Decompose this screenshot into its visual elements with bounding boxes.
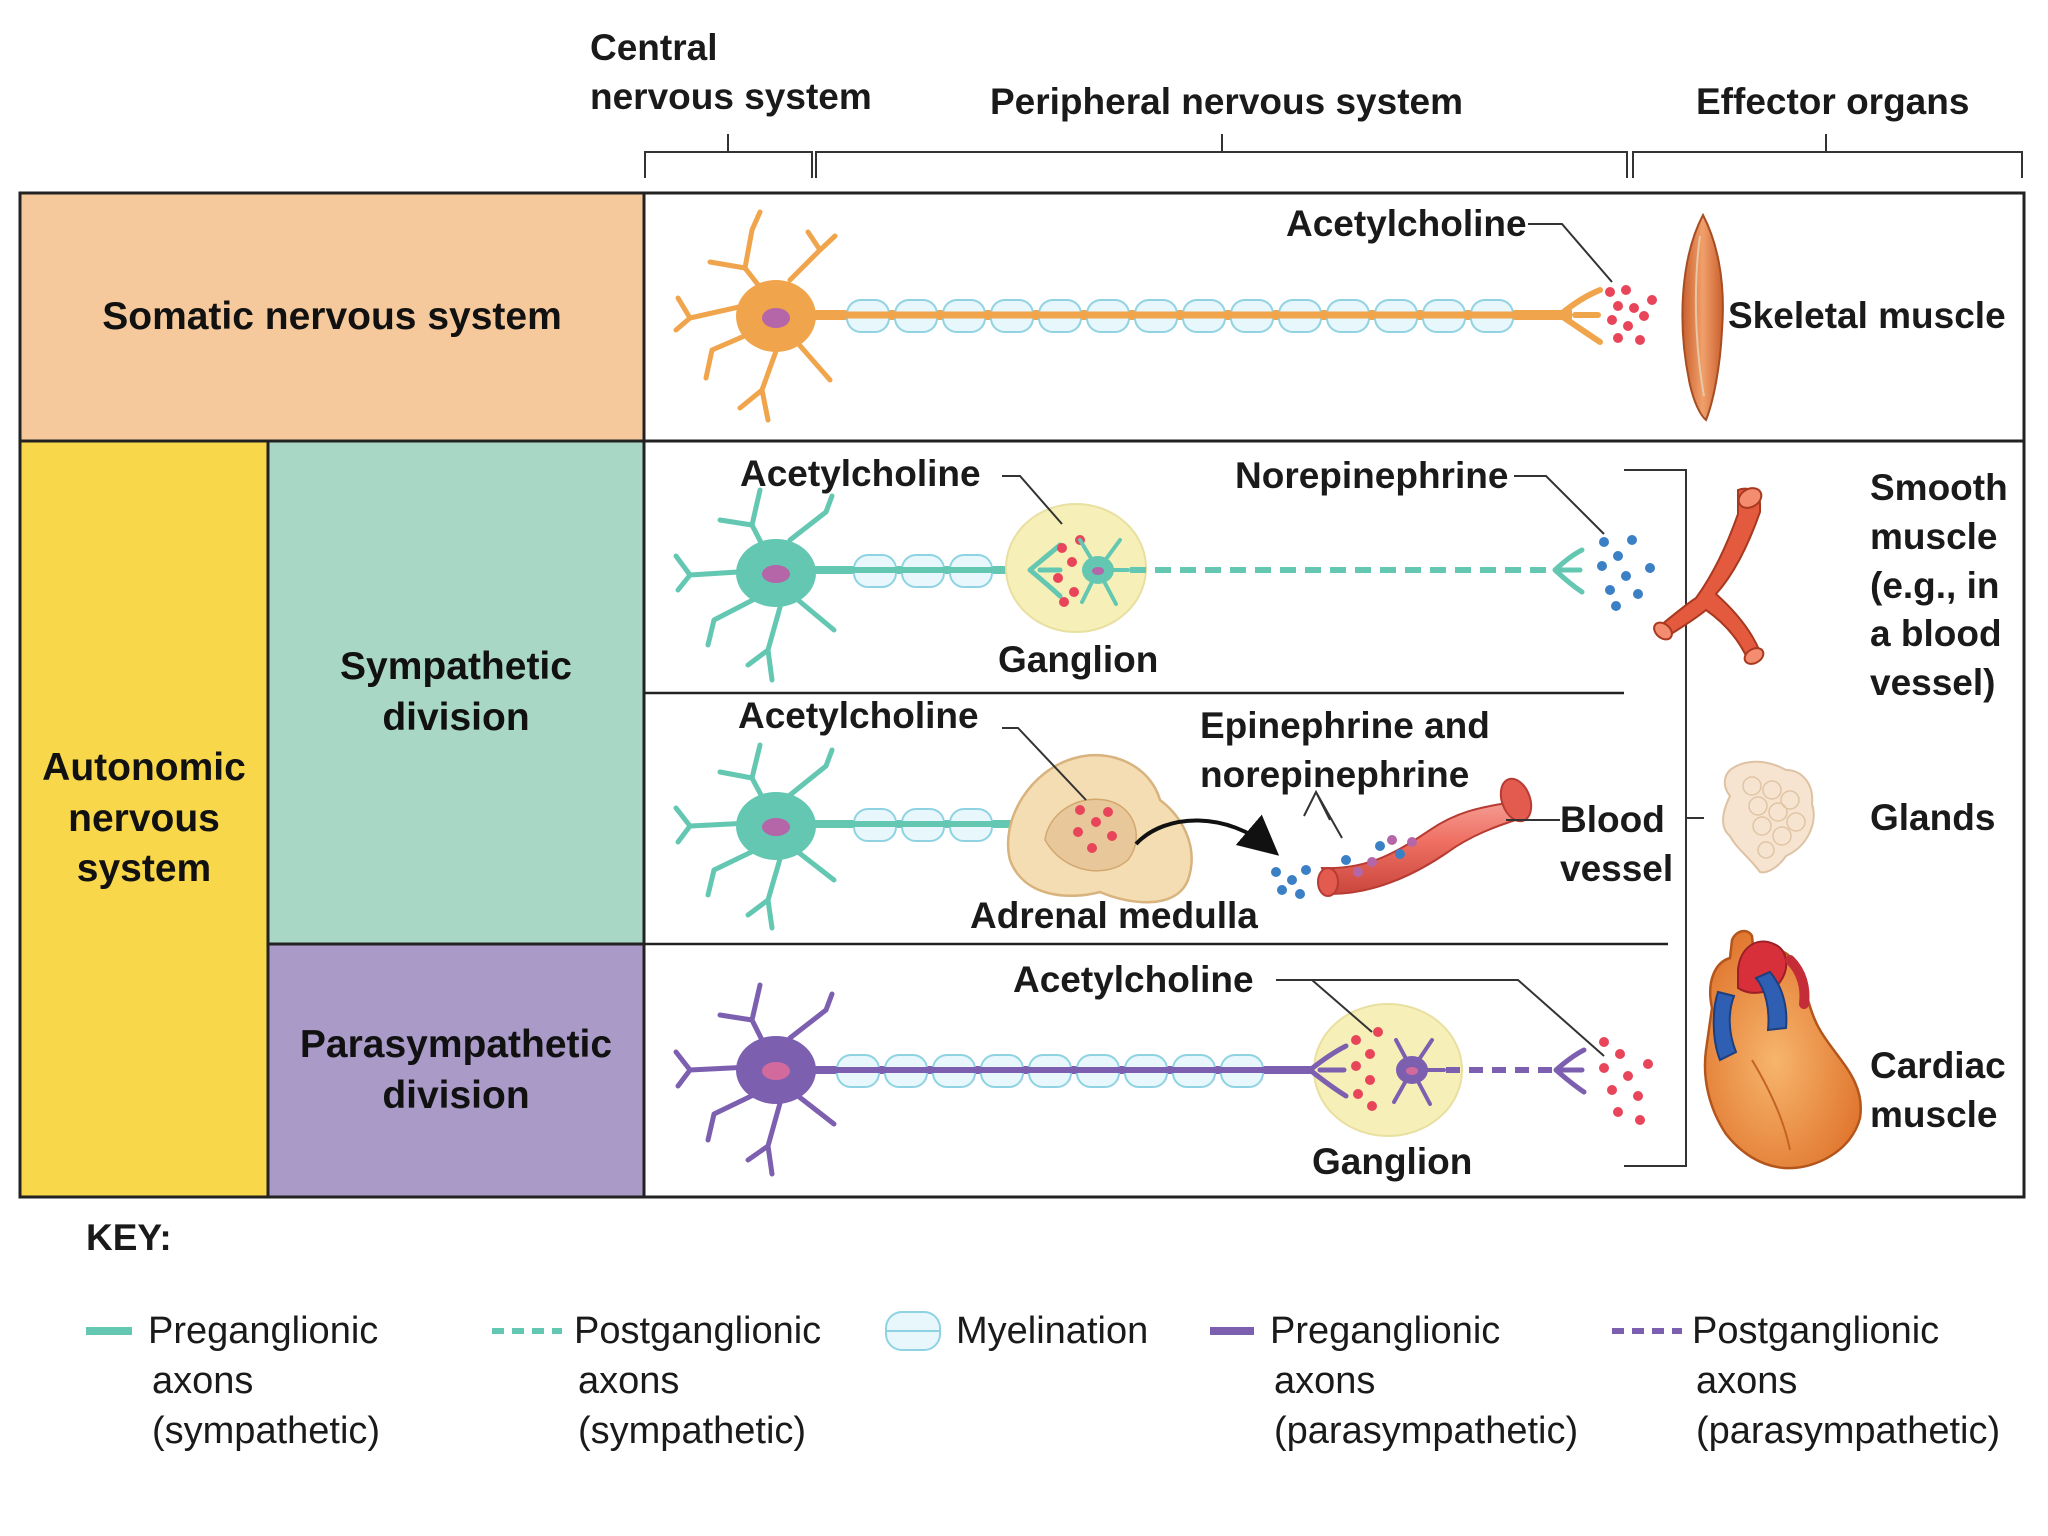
smooth-muscle-vessel-icon	[1653, 487, 1765, 665]
effector-label-cardiac-muscle: Cardiac muscle	[1870, 1045, 2006, 1135]
glands-icon	[1722, 760, 1815, 874]
key-symbols	[86, 1311, 1682, 1351]
heart-icon	[1703, 929, 1863, 1170]
pointer-line-ach-2	[1002, 727, 1087, 801]
sympathetic-neuron-2	[673, 742, 1069, 931]
label-norepinephrine: Norepinephrine	[1235, 455, 1509, 496]
parasympathetic-panel: Parasympathetic division	[268, 944, 644, 1197]
parasympathetic-ganglion	[1307, 1003, 1463, 1137]
label-blood-vessel: Blood vessel	[1560, 799, 1674, 889]
label-acetylcholine-sympathetic-1: Acetylcholine	[740, 453, 981, 494]
column-brackets	[644, 134, 2023, 178]
pointer-line-ach-3	[1276, 979, 1605, 1057]
parasympathetic-neuron	[673, 982, 1320, 1177]
acetylcholine-dots-somatic	[1605, 285, 1657, 345]
column-header-pns: Peripheral nervous system	[990, 81, 1463, 122]
grid-frame	[18, 191, 2026, 1199]
key-item-postganglionic-sympathetic: Postganglionic axons (sympathetic)	[574, 1310, 822, 1453]
somatic-neuron	[673, 209, 1603, 423]
label-adrenal-medulla: Adrenal medulla	[970, 895, 1258, 936]
hormone-dots	[1271, 835, 1417, 899]
norepinephrine-dots	[1597, 535, 1655, 611]
somatic-label: Somatic nervous system	[102, 294, 562, 338]
skeletal-muscle-icon	[1681, 212, 1724, 422]
key-item-postganglionic-parasympathetic: Postganglionic axons (parasympathetic)	[1692, 1310, 2001, 1453]
column-header-cns: Central nervous system	[590, 27, 872, 117]
acetylcholine-dots-parasympathetic	[1599, 1037, 1653, 1125]
label-epinephrine-norepinephrine: Epinephrine and norepinephrine	[1200, 705, 1490, 795]
key-title: KEY:	[86, 1217, 172, 1258]
key-item-preganglionic-sympathetic: Preganglionic axons (sympathetic)	[148, 1310, 381, 1453]
column-header-effector: Effector organs	[1696, 81, 1970, 122]
sympathetic-panel: Sympathetic division	[268, 441, 644, 944]
effector-label-glands: Glands	[1870, 797, 1996, 838]
effector-label-smooth-muscle: Smooth muscle (e.g., in a blood vessel)	[1870, 467, 2008, 704]
label-acetylcholine-parasympathetic: Acetylcholine	[1013, 959, 1254, 1000]
sympathetic-ganglion-1	[1005, 503, 1147, 633]
autonomic-panel: Autonomic nervous system	[20, 441, 268, 1197]
secretion-arrow	[1134, 814, 1280, 856]
effector-group-bracket	[1624, 469, 1704, 1167]
pointer-line-epi	[1303, 789, 1343, 839]
sympathetic-neuron-1	[673, 487, 1040, 683]
key-item-myelination: Myelination	[956, 1310, 1149, 1352]
pointer-line-ach-1	[1002, 475, 1063, 525]
somatic-panel: Somatic nervous system	[20, 193, 644, 441]
adrenal-gland-icon	[1006, 753, 1193, 904]
pointer-line-somatic-ach	[1528, 223, 1613, 283]
blood-vessel-icon	[1317, 777, 1533, 897]
label-ganglion-parasympathetic: Ganglion	[1312, 1141, 1473, 1182]
effector-label-skeletal-muscle: Skeletal muscle	[1728, 295, 2006, 336]
label-acetylcholine-sympathetic-2: Acetylcholine	[738, 695, 979, 736]
key-item-preganglionic-parasympathetic: Preganglionic axons (parasympathetic)	[1270, 1310, 1579, 1453]
label-acetylcholine-somatic: Acetylcholine	[1286, 203, 1527, 244]
label-ganglion-sympathetic: Ganglion	[998, 639, 1159, 680]
key-symbol-myelination	[885, 1311, 941, 1351]
pointer-line-norepinephrine	[1514, 475, 1605, 535]
